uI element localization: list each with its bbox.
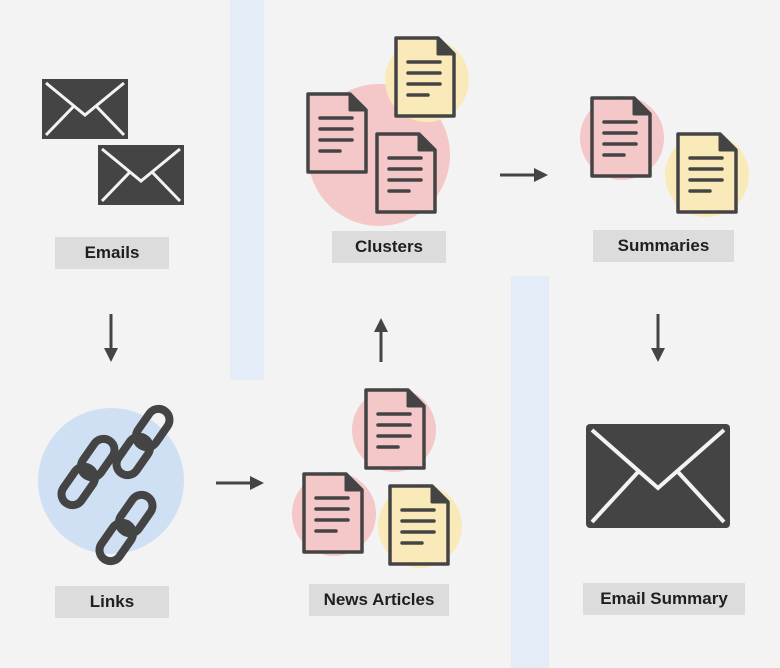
emails-label: Emails	[55, 237, 169, 269]
divider-stripe-left	[230, 0, 264, 380]
envelope-icon	[586, 424, 730, 528]
envelope-icon	[98, 145, 184, 205]
arrow-down-icon	[651, 314, 665, 362]
document-icon	[306, 92, 368, 174]
chain-link-icon	[57, 404, 174, 566]
document-icon	[302, 472, 364, 554]
envelope-icon	[42, 79, 128, 139]
summaries-label: Summaries	[593, 230, 734, 262]
links-label: Links	[55, 586, 169, 618]
document-icon	[394, 36, 456, 118]
arrow-up-icon	[374, 318, 388, 362]
arrow-down-icon	[104, 314, 118, 362]
document-icon	[375, 132, 437, 214]
document-icon	[364, 388, 426, 470]
clusters-label: Clusters	[332, 231, 446, 263]
document-icon	[590, 96, 652, 178]
news-articles-label: News Articles	[309, 584, 449, 616]
arrow-right-icon	[500, 168, 548, 182]
divider-stripe-right	[511, 276, 549, 668]
email-summary-label: Email Summary	[583, 583, 745, 615]
document-icon	[388, 484, 450, 566]
arrow-right-icon	[216, 476, 264, 490]
document-icon	[676, 132, 738, 214]
